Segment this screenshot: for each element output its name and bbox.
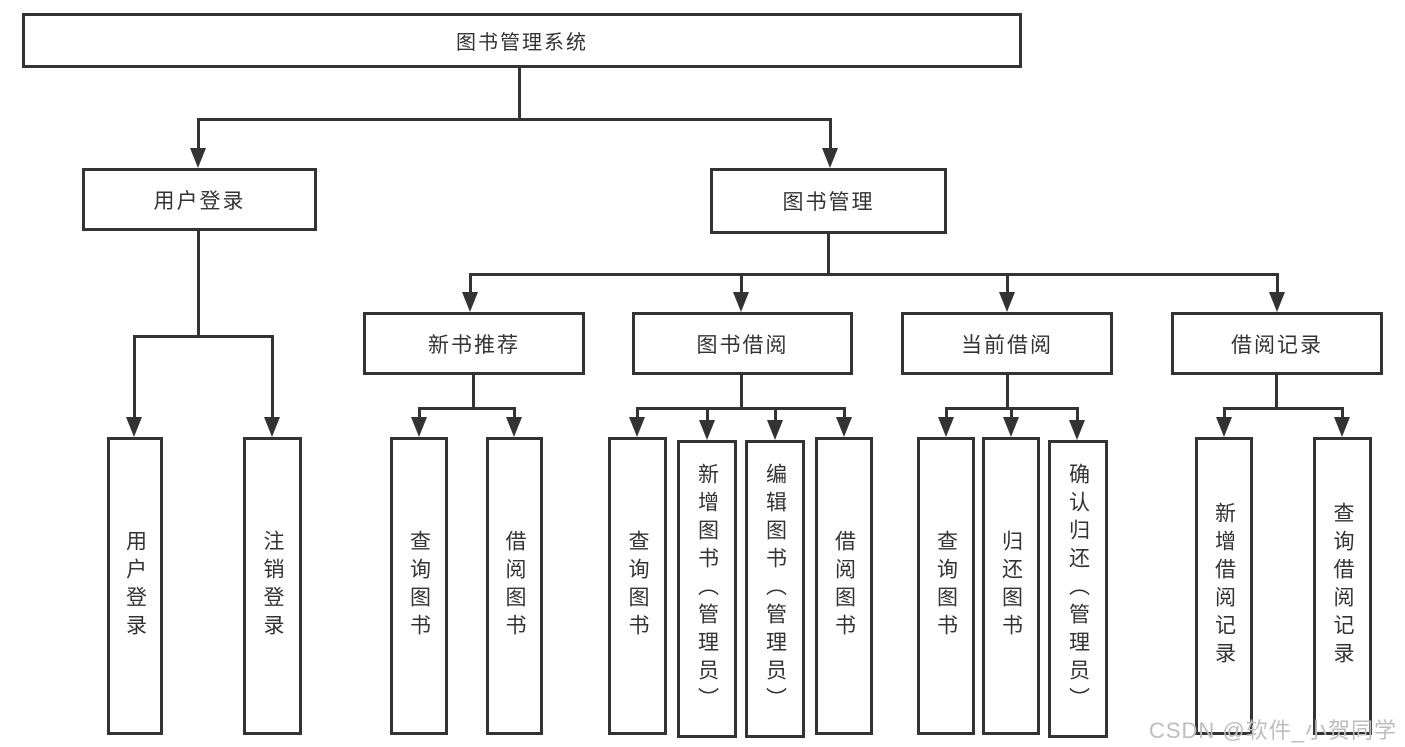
node-current-borrowing: 当前借阅 <box>901 312 1113 375</box>
connector-book-mgmt-bus <box>469 273 1279 276</box>
node-user-login-leaf: 用户登录 <box>107 437 163 735</box>
arrow-current-return <box>1003 409 1019 437</box>
arrow-to-borrowing-records <box>1269 275 1285 312</box>
arrow-to-user-login-branch <box>190 120 206 168</box>
node-library-management-system: 图书管理系统 <box>22 13 1022 68</box>
arrow-to-logout-leaf <box>264 337 280 437</box>
node-book-management: 图书管理 <box>710 168 947 234</box>
arrow-to-current-borrowing <box>999 275 1015 312</box>
arrow-newbook-borrow <box>506 409 522 437</box>
connector-current-stem <box>1006 375 1009 407</box>
connector-root-stem <box>518 68 521 120</box>
connector-book-mgmt-stem <box>827 234 830 274</box>
node-current-return-books: 归还图书 <box>982 437 1040 735</box>
node-borrowing-edit-books-admin: 编辑图书（管理员） <box>745 440 805 738</box>
node-book-borrowing: 图书借阅 <box>632 312 853 375</box>
connector-user-login-bus <box>133 335 274 338</box>
connector-new-book-bus <box>418 407 516 410</box>
node-borrowing-query-books: 查询图书 <box>608 437 667 735</box>
arrow-to-user-login-leaf <box>126 337 142 437</box>
node-records-query-record: 查询借阅记录 <box>1313 437 1372 735</box>
node-borrowing-records: 借阅记录 <box>1171 312 1383 375</box>
node-newbook-query-books: 查询图书 <box>390 437 448 735</box>
connector-root-bus <box>197 118 832 121</box>
node-records-add-record: 新增借阅记录 <box>1195 437 1253 735</box>
arrow-borrowing-edit <box>767 409 783 440</box>
node-current-query-books: 查询图书 <box>917 437 975 735</box>
csdn-watermark: CSDN @软件_小贺同学 <box>1148 718 1397 743</box>
connector-current-bus <box>945 407 1079 410</box>
arrow-records-query <box>1334 409 1350 437</box>
arrow-current-query <box>938 409 954 437</box>
arrow-current-confirm <box>1069 409 1085 440</box>
node-new-book-recommend: 新书推荐 <box>363 312 585 375</box>
arrow-borrowing-add <box>699 409 715 440</box>
connector-records-stem <box>1275 375 1278 407</box>
node-logout-leaf: 注销登录 <box>243 437 302 735</box>
arrow-to-book-borrowing <box>733 275 749 312</box>
node-borrowing-add-books-admin: 新增图书（管理员） <box>677 440 737 738</box>
connector-records-bus <box>1223 407 1344 410</box>
node-current-confirm-return-admin: 确认归还（管理员） <box>1048 440 1108 738</box>
node-user-login-branch: 用户登录 <box>82 168 317 231</box>
connector-user-login-stem <box>197 231 200 335</box>
arrow-to-new-book-recommend <box>462 275 478 312</box>
node-newbook-borrow-books: 借阅图书 <box>486 437 543 735</box>
connector-new-book-stem <box>472 375 475 407</box>
arrow-borrowing-query <box>629 409 645 437</box>
connector-borrowing-stem <box>740 375 743 407</box>
arrow-newbook-query <box>411 409 427 437</box>
arrow-records-add <box>1216 409 1232 437</box>
arrow-borrowing-borrow <box>836 409 852 437</box>
connector-borrowing-bus <box>636 407 846 410</box>
node-borrowing-borrow-books: 借阅图书 <box>815 437 873 735</box>
arrow-to-book-management <box>822 120 838 168</box>
